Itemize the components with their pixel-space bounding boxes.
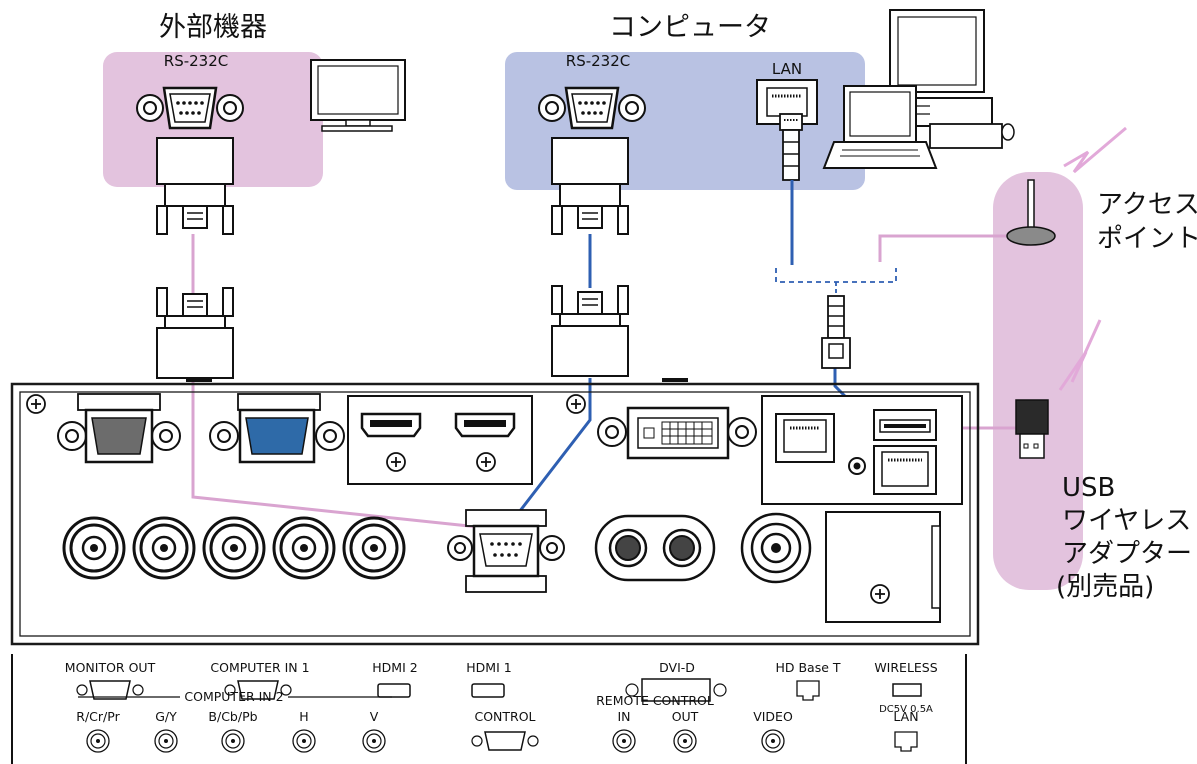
usb-adapter-label-line4: (別売品) [1056,572,1154,602]
hdmi1-mini-icon [471,683,505,698]
bnc-r-cr-pr [62,516,126,580]
lan-cable-plug-bottom [821,295,851,369]
label-external-rs232c: RS-232C [164,52,228,70]
usb-adapter-label-line1: USB [1062,473,1115,503]
dvi-d-mini-icon [625,678,727,702]
computer-in1-port [209,393,345,464]
video-mini-icon [761,729,785,753]
usb-wireless-adapter-icon [1015,319,1102,459]
video-jack [740,512,812,584]
panel-label-monitor-out: MONITOR OUT [65,660,156,675]
pink-rs232c-cable [191,234,489,530]
panel-label-wireless: WIRELESS [874,660,937,675]
hd-base-t-mini-icon [796,680,820,701]
access-point-link-line [878,234,1006,262]
projector-rear-panel [10,378,980,646]
hdmi-ports [347,395,533,485]
lan-dashed-bracket [775,268,897,283]
usb-adapter-label-line2: ワイヤレス [1062,506,1191,536]
title-computer: コンピュータ [609,12,771,43]
panel-label-in: IN [617,709,630,724]
panel-label-g-y: G/Y [155,709,177,724]
wireless-region [993,172,1083,590]
label-computer-lan: LAN [772,60,802,78]
lan-cable-plug-top [779,113,803,181]
lan-mini-icon [894,731,918,752]
monitor-out-port [57,393,181,464]
desktop-pc-icon [871,9,1015,149]
network-ports-box [761,395,963,505]
bnc-v [342,516,406,580]
access-point-icon [1006,126,1127,246]
control-port [447,509,565,593]
access-point-label-line1: アクセス [1097,190,1197,220]
label-computer-rs232c: RS-232C [566,52,630,70]
bnc-h [272,516,336,580]
panel-label-h: H [299,709,308,724]
panel-label-r-cr-pr: R/Cr/Pr [76,709,120,724]
usb-adapter-label-line3: アダプター [1062,539,1192,569]
out-mini-icon [673,729,697,753]
computer-cable-plug-top [551,137,629,235]
g-y-mini-icon [154,729,178,753]
remote-control-jacks [594,514,716,582]
panel-label-computer-in1: COMPUTER IN 1 [210,660,309,675]
panel-label-strip [11,654,967,764]
panel-label-hdmi2: HDMI 2 [372,660,417,675]
panel-label-dvi-d: DVI-D [659,660,695,675]
access-point-label-line2: ポイント [1097,224,1197,254]
bnc-b-cb-pb [202,516,266,580]
b-cb-pb-mini-icon [221,729,245,753]
panel-label-b-cb-pb: B/Cb/Pb [208,709,257,724]
panel-label-out: OUT [672,709,699,724]
computer-cable-plug-bottom [551,285,629,377]
panel-label-video: VIDEO [753,709,793,724]
cover-plate [825,511,941,623]
control-mini-icon [471,731,539,751]
panel-label-computer-in2: COMPUTER IN 2 [184,689,283,704]
monitor-out-mini-icon [76,680,144,700]
dvi-d-port [597,406,757,460]
r-cr-pr-mini-icon [86,729,110,753]
panel-label-wireless-rating: DC5V 0.5A [879,704,933,715]
panel-label-hd-base-t: HD Base T [775,660,840,675]
panel-label-control: CONTROL [474,709,535,724]
hdmi2-mini-icon [377,683,411,698]
v-mini-icon [362,729,386,753]
in-mini-icon [612,729,636,753]
wireless-usb-mini-icon [892,683,922,697]
panel-label-hdmi1: HDMI 1 [466,660,511,675]
h-mini-icon [292,729,316,753]
external-cable-plug-top [156,137,234,235]
panel-label-remote-control: REMOTE CONTROL [596,693,714,708]
title-external-device: 外部機器 [159,12,267,43]
panel-label-v: V [370,709,379,724]
panel-label-lan: LAN [893,709,918,724]
monitor-icon [310,59,406,132]
external-cable-plug-bottom [156,287,234,379]
bnc-g-y [132,516,196,580]
laptop-icon [822,85,938,169]
